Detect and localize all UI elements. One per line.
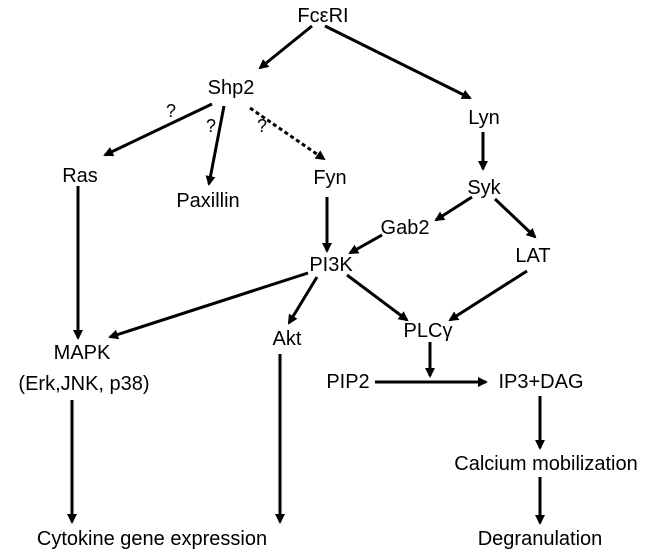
arrow-gab2-to-pi3k	[348, 233, 383, 255]
uncertain-mark-fyn: ?	[256, 116, 268, 136]
node-lyn: Lyn	[468, 107, 500, 129]
arrow-shp2-to-ras	[103, 102, 213, 157]
node-calcium-mobilization: Calcium mobilization	[454, 453, 638, 475]
node-lat: LAT	[515, 245, 551, 267]
arrow-pi3k-to-plcg	[346, 273, 409, 322]
arrow-syk-to-gab2	[434, 195, 473, 222]
node-ras: Ras	[62, 165, 98, 187]
node-mapk-subtitle: (Erk,JNK, p38)	[18, 373, 150, 395]
node-akt: Akt	[272, 328, 302, 350]
arrow-lat-to-plcg	[448, 269, 528, 322]
arrow-pi3k-to-akt	[287, 276, 319, 325]
node-cytokine-gene-expression: Cytokine gene expression	[36, 528, 268, 550]
node-mapk: MAPK	[53, 342, 111, 364]
node-pip2: PIP2	[326, 371, 370, 393]
arrow-shp2-to-fyn	[249, 106, 326, 161]
arrow-fceri-to-shp2	[258, 24, 313, 70]
arrow-shp2-to-paxillin	[205, 105, 226, 186]
uncertain-mark-ras: ?	[165, 101, 177, 121]
node-fceri: FcεRI	[297, 5, 349, 27]
node-degranulation: Degranulation	[477, 528, 603, 550]
node-ip3dag: IP3+DAG	[498, 371, 584, 393]
node-syk: Syk	[467, 177, 501, 199]
node-gab2: Gab2	[380, 217, 430, 239]
arrow-fceri-to-lyn	[324, 24, 472, 100]
node-shp2: Shp2	[207, 77, 255, 99]
node-fyn: Fyn	[313, 167, 347, 189]
arrow-pi3k-to-mapk	[108, 271, 309, 340]
node-pi3k: PI3K	[309, 254, 353, 276]
node-paxillin: Paxillin	[176, 190, 240, 212]
node-plcg: PLCγ	[403, 320, 453, 342]
arrow-syk-to-lat	[493, 197, 537, 239]
uncertain-mark-paxillin: ?	[205, 116, 217, 136]
